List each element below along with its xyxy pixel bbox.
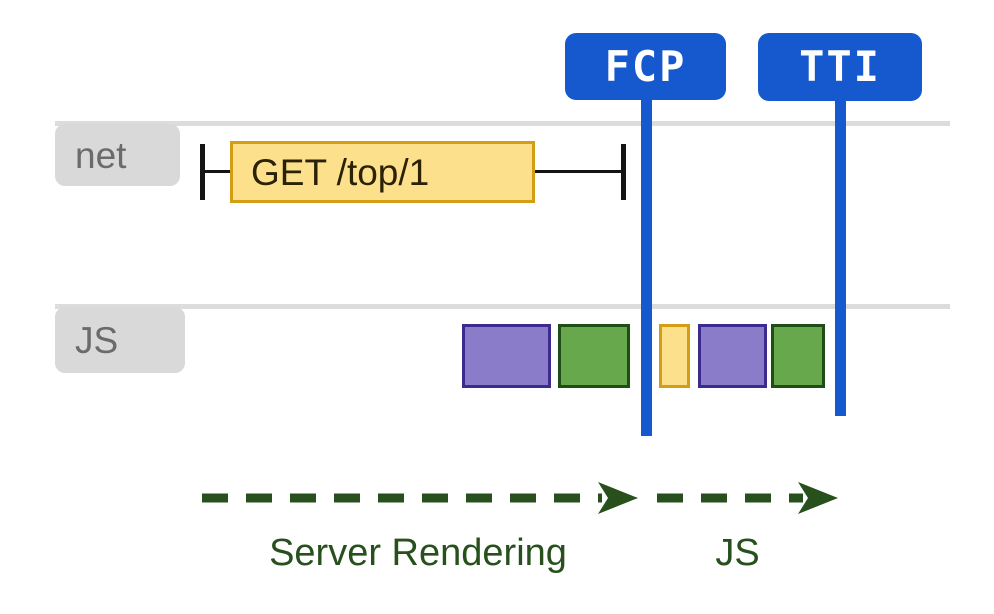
request-whisker-end-stem	[533, 170, 625, 173]
server-rendering-arrow-head	[598, 482, 638, 514]
server-rendering-phase-caption-text: Server Rendering	[269, 532, 567, 574]
js-phase-arrow	[657, 482, 838, 514]
network-request-label: GET /top/1	[251, 151, 430, 193]
js-phase-caption: JS	[645, 534, 830, 572]
lane-label-js: JS	[55, 307, 185, 373]
js-lane-track	[55, 304, 950, 309]
js-task-block[interactable]	[698, 324, 767, 388]
fcp-marker-badge[interactable]: FCP	[565, 33, 726, 100]
js-phase-caption-text: JS	[715, 532, 760, 574]
lane-label-net: net	[55, 124, 180, 186]
request-whisker-start-stem	[200, 170, 232, 173]
tti-marker-line	[835, 96, 846, 416]
request-whisker-end-cap	[621, 144, 626, 200]
lane-label-js-text: JS	[75, 319, 119, 361]
network-request-bar[interactable]: GET /top/1	[230, 141, 535, 203]
server-rendering-phase-arrow	[202, 482, 638, 514]
tti-marker-badge[interactable]: TTI	[758, 33, 922, 101]
lane-label-net-text: net	[75, 134, 127, 176]
js-task-block[interactable]	[771, 324, 825, 388]
js-task-block[interactable]	[659, 324, 690, 388]
tti-marker-label: TTI	[799, 42, 881, 91]
fcp-marker-label: FCP	[604, 41, 687, 91]
js-arrow-head	[798, 482, 838, 514]
js-task-block[interactable]	[558, 324, 630, 388]
fcp-marker-line	[641, 96, 652, 436]
js-task-block[interactable]	[462, 324, 551, 388]
server-rendering-phase-caption: Server Rendering	[198, 534, 638, 572]
net-lane-track	[55, 121, 950, 126]
